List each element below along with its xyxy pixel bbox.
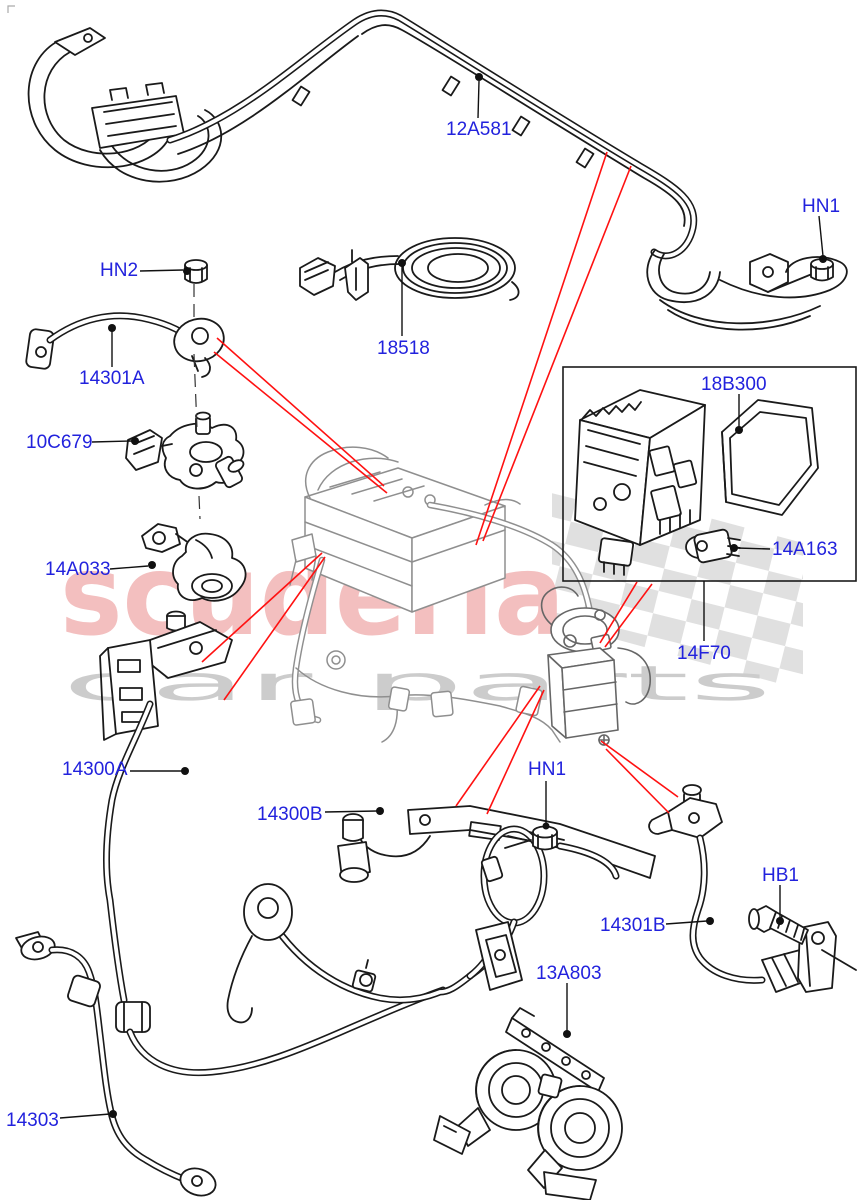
part-label-HB1[interactable]: HB1 <box>762 865 799 886</box>
part-label-13A803[interactable]: 13A803 <box>536 963 602 984</box>
red-leader-lines <box>201 151 679 815</box>
part-label-14F70[interactable]: 14F70 <box>677 643 731 664</box>
black-leader-lines <box>59 73 827 1119</box>
cable-14300B-drawing <box>226 805 656 1024</box>
module-box-18B300 <box>562 366 857 582</box>
nut-hn2-drawing <box>184 259 208 284</box>
part-label-14301A[interactable]: 14301A <box>79 368 145 389</box>
part-label-14303[interactable]: 14303 <box>6 1110 59 1131</box>
part-label-HN2[interactable]: HN2 <box>100 260 139 281</box>
cap-14A033-drawing <box>141 523 247 602</box>
jumper-18518-drawing <box>299 237 520 301</box>
part-label-HN1-top[interactable]: HN1 <box>802 196 841 217</box>
harness-12A581-drawing <box>27 9 848 331</box>
reference-battery-drawing <box>289 446 596 743</box>
part-label-14A033[interactable]: 14A033 <box>45 559 111 580</box>
cable-14301B-drawing <box>648 784 857 993</box>
corner-mark <box>7 5 15 13</box>
cable-14301A-drawing <box>25 312 225 378</box>
part-label-10C679[interactable]: 10C679 <box>26 432 93 453</box>
part-label-18518[interactable]: 18518 <box>377 338 430 359</box>
bracket-cable-14300A-drawing <box>99 610 447 1077</box>
nut-hn1-center-drawing <box>504 825 558 851</box>
part-label-14300B[interactable]: 14300B <box>257 804 323 825</box>
bolt-hb1-drawing <box>748 905 809 945</box>
part-label-14A163[interactable]: 14A163 <box>772 539 838 560</box>
horns-13A803-drawing <box>433 1007 623 1200</box>
part-label-12A581[interactable]: 12A581 <box>446 119 512 140</box>
part-label-14300A[interactable]: 14300A <box>62 759 128 780</box>
part-label-HN1-center[interactable]: HN1 <box>528 759 567 780</box>
clamp-10C679-drawing <box>125 411 245 490</box>
part-label-18B300[interactable]: 18B300 <box>701 374 767 395</box>
alignment-dashes <box>193 284 201 520</box>
nut-hn1-top-drawing <box>767 258 834 293</box>
cable-14303-drawing <box>15 931 217 1197</box>
part-label-14301B[interactable]: 14301B <box>600 915 666 936</box>
